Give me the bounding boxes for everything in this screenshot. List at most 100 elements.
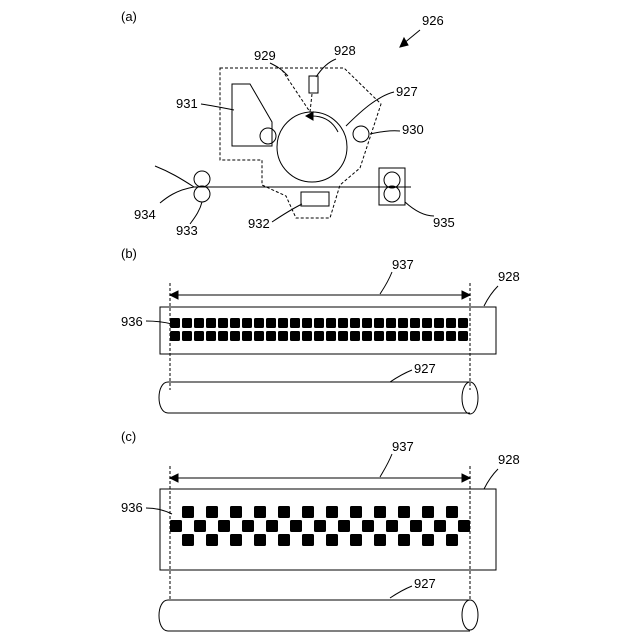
led-array-c <box>170 506 470 546</box>
light-emitting-element <box>278 331 288 341</box>
light-emitting-element <box>398 506 410 518</box>
light-emitting-element <box>194 520 206 532</box>
light-emitting-element <box>170 331 180 341</box>
light-emitting-element <box>422 331 432 341</box>
light-emitting-element <box>350 534 362 546</box>
ref-933-leader <box>190 202 202 224</box>
panel-b-label: (b) <box>121 246 137 261</box>
light-emitting-element <box>362 331 372 341</box>
light-emitting-element <box>230 506 242 518</box>
ref-928-label-c: 928 <box>498 452 520 467</box>
light-emitting-element <box>362 520 374 532</box>
light-emitting-element <box>374 331 384 341</box>
light-emitting-element <box>206 318 216 328</box>
light-emitting-element <box>374 318 384 328</box>
light-emitting-element <box>182 534 194 546</box>
ref-937-label-b: 937 <box>392 257 414 272</box>
light-emitting-element <box>254 534 266 546</box>
light-emitting-element <box>326 534 338 546</box>
ref-937-label-c: 937 <box>392 439 414 454</box>
light-emitting-element <box>290 331 300 341</box>
light-emitting-element <box>410 318 420 328</box>
light-emitting-element <box>290 318 300 328</box>
drum-cylinder-c <box>159 600 470 631</box>
exposure-head <box>309 76 318 93</box>
drum-cylinder-b <box>159 382 470 413</box>
ref-927-label-b: 927 <box>414 361 436 376</box>
light-emitting-element <box>254 318 264 328</box>
light-emitting-element <box>242 318 252 328</box>
light-emitting-element <box>266 318 276 328</box>
drum-end-b <box>462 382 478 414</box>
light-emitting-element <box>278 534 290 546</box>
width-arrowhead-left-b <box>170 291 178 299</box>
light-emitting-element <box>266 520 278 532</box>
light-emitting-element <box>302 331 312 341</box>
transfer-unit <box>301 192 329 206</box>
width-arrowhead-left-c <box>170 474 178 482</box>
light-emitting-element <box>386 331 396 341</box>
registration-roller-top <box>194 171 210 187</box>
light-emitting-element <box>422 506 434 518</box>
ref-937-leader-c <box>380 454 392 477</box>
ref-928-label: 928 <box>334 43 356 58</box>
light-emitting-element <box>218 331 228 341</box>
light-emitting-element <box>314 331 324 341</box>
light-emitting-element <box>422 318 432 328</box>
light-emitting-element <box>410 331 420 341</box>
light-emitting-element <box>374 506 386 518</box>
ref-927-leader <box>346 92 394 126</box>
light-emitting-element <box>338 331 348 341</box>
light-emitting-element <box>266 331 276 341</box>
light-emitting-element <box>350 506 362 518</box>
light-emitting-element <box>314 520 326 532</box>
light-emitting-element <box>278 506 290 518</box>
registration-roller-bottom <box>194 186 210 202</box>
light-emitting-element <box>182 331 192 341</box>
ref-933-label: 933 <box>176 223 198 238</box>
light-emitting-element <box>182 318 192 328</box>
light-emitting-element <box>386 520 398 532</box>
ref-931-label: 931 <box>176 96 198 111</box>
light-emitting-element <box>230 534 242 546</box>
light-emitting-element <box>218 520 230 532</box>
panel-c: (c) 937 928 936 927 <box>121 429 520 631</box>
ref-932-leader <box>272 204 302 222</box>
light-emitting-element <box>206 331 216 341</box>
ref-937-leader-b <box>380 272 392 294</box>
panel-c-label: (c) <box>121 429 136 444</box>
rotation-arrow <box>312 116 338 132</box>
ref-935-label: 935 <box>433 215 455 230</box>
ref-928-leader-b <box>484 286 498 306</box>
ref-927-label-c: 927 <box>414 576 436 591</box>
ref-932-label: 932 <box>248 216 270 231</box>
ref-928-leader-c <box>484 469 498 489</box>
ref-930-leader <box>370 131 400 134</box>
light-emitting-element <box>458 520 470 532</box>
light-emitting-element <box>446 331 456 341</box>
light-emitting-element <box>338 318 348 328</box>
light-emitting-element <box>182 506 194 518</box>
ref-927-leader-b <box>390 370 412 382</box>
ref-934-leader <box>155 166 194 187</box>
light-emitting-element <box>314 318 324 328</box>
light-emitting-element <box>410 520 422 532</box>
ref-936-leader-b <box>146 321 172 324</box>
ref-934-label: 934 <box>134 207 156 222</box>
light-emitting-element <box>434 520 446 532</box>
led-array-b <box>170 318 468 341</box>
charging-roller <box>353 126 369 142</box>
light-emitting-element <box>386 318 396 328</box>
light-emitting-element <box>434 318 444 328</box>
light-emitting-element <box>242 331 252 341</box>
ref-930-label: 930 <box>402 122 424 137</box>
light-emitting-element <box>242 520 254 532</box>
light-emitting-element <box>326 318 336 328</box>
light-emitting-element <box>326 331 336 341</box>
ref-935-leader <box>405 202 434 216</box>
light-emitting-element <box>362 318 372 328</box>
light-emitting-element <box>338 520 350 532</box>
exposure-head-body-b <box>160 307 496 354</box>
light-emitting-element <box>194 331 204 341</box>
